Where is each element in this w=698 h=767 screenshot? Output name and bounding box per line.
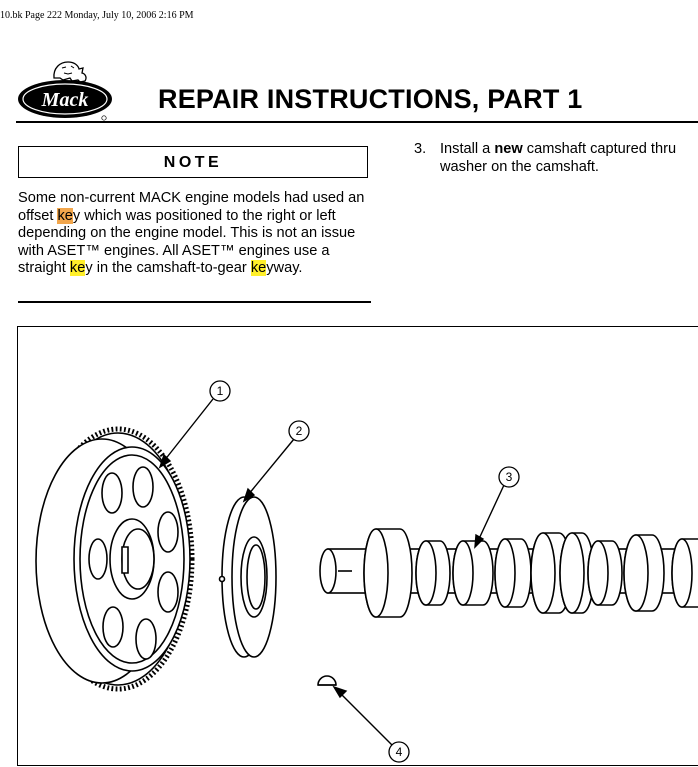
note-heading: NOTE — [163, 154, 223, 171]
note-highlight: ke — [69, 260, 86, 276]
callout-2: 2 — [296, 424, 303, 438]
note-heading-box: NOTE — [18, 146, 368, 178]
header-rule — [16, 121, 698, 123]
step-text-post: camshaft captured thru — [522, 141, 677, 157]
logo-text: Mack — [41, 89, 89, 111]
woodruff-key-drawing — [317, 675, 337, 686]
note-segment: y which was positioned to the right or l… — [18, 207, 356, 277]
step-3: 3. Install a new camshaft captured thru w… — [414, 141, 676, 176]
note-bottom-rule — [18, 301, 371, 303]
camshaft-drawing — [319, 528, 698, 618]
note-segment: Some non-current MACK engine models had … — [18, 190, 365, 224]
step-text-bold: new — [494, 141, 523, 157]
thrust-washer-drawing — [218, 496, 277, 658]
note-body: Some non-current MACK engine models had … — [18, 190, 373, 278]
camshaft-illustration: 1 2 3 4 — [35, 380, 698, 763]
running-head: 10.bk Page 222 Monday, July 10, 2006 2:1… — [0, 10, 194, 21]
callout-4: 4 — [396, 745, 403, 759]
note-highlight: ke — [250, 260, 267, 276]
note-segment: y in the camshaft-to-gear — [85, 260, 251, 276]
page-title: REPAIR INSTRUCTIONS, PART 1 — [158, 84, 583, 114]
callout-1: 1 — [217, 384, 224, 398]
exploded-view-figure: 1 2 3 4 — [17, 326, 698, 766]
mack-logo: Mack — [18, 61, 112, 121]
step-text-pre: Install a — [440, 141, 495, 157]
note-segment: yway. — [266, 260, 303, 276]
step-number: 3. — [414, 141, 427, 157]
camshaft-gear-drawing — [35, 426, 195, 692]
step-text-line2: washer on the camshaft. — [440, 158, 599, 175]
note-highlight-current: ke — [57, 207, 73, 224]
callout-3: 3 — [506, 470, 513, 484]
